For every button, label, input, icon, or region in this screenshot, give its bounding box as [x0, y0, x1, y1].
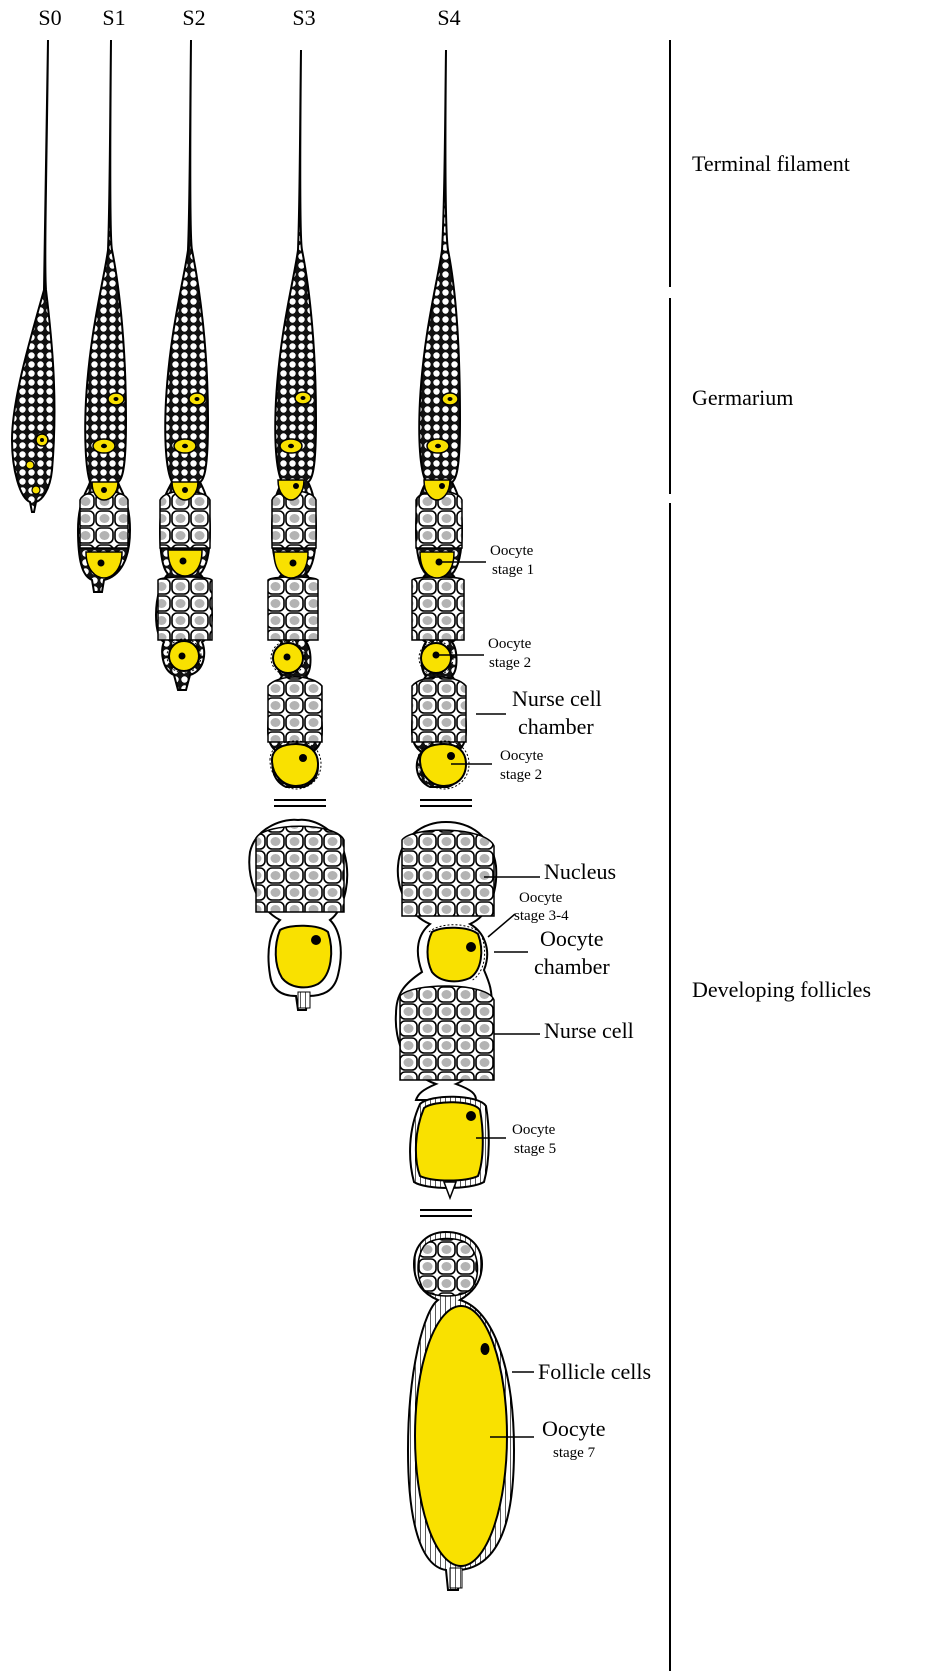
label-oocyte-chamber-line1: Oocyte	[540, 926, 604, 951]
stage-label-s2: S2	[182, 5, 205, 30]
region-germarium: Germarium	[692, 385, 793, 410]
s4-lower-follicles	[396, 800, 514, 1590]
label-oocyte-stage7-line1: Oocyte	[542, 1416, 606, 1441]
label-oocyte-stage2a-line1: Oocyte	[488, 636, 532, 652]
label-oocyte-stage1-line2: stage 1	[492, 562, 534, 578]
stage-label-s1: S1	[102, 5, 125, 30]
label-oocyte-stage2a-line2: stage 2	[489, 655, 531, 671]
stage-label-s3: S3	[292, 5, 315, 30]
region-labels: Terminal filament Germarium Developing f…	[692, 151, 871, 1002]
label-oocyte-stage34-line1: Oocyte	[519, 890, 563, 906]
s3-lower-follicle	[249, 800, 347, 1010]
stage-label-s0: S0	[38, 5, 61, 30]
label-follicle-cells: Follicle cells	[538, 1359, 651, 1384]
ovariole-s3	[268, 50, 322, 789]
label-oocyte-stage7-line2: stage 7	[553, 1445, 596, 1461]
label-oocyte-stage2b-line2: stage 2	[500, 767, 542, 783]
stage-labels: S0 S1 S2 S3 S4	[38, 5, 460, 30]
label-nurse-cell-chamber-line1: Nurse cell	[512, 686, 602, 711]
label-nurse-cell-chamber-line2: chamber	[518, 714, 594, 739]
label-nurse-cell: Nurse cell	[544, 1018, 634, 1043]
region-terminal-filament: Terminal filament	[692, 151, 850, 176]
label-oocyte-stage1-line1: Oocyte	[490, 543, 534, 559]
label-oocyte-chamber-line2: chamber	[534, 954, 610, 979]
label-nucleus: Nucleus	[544, 859, 616, 884]
annotation-labels: Oocyte stage 1 Oocyte stage 2 Nurse cell…	[488, 543, 651, 1461]
ovariole-s1	[78, 40, 130, 592]
ovariole-s2	[156, 40, 212, 690]
region-developing-follicles: Developing follicles	[692, 977, 871, 1002]
stage-label-s4: S4	[437, 5, 460, 30]
ovariole-s4	[412, 50, 469, 789]
ovariole-s0	[12, 40, 54, 512]
label-oocyte-stage34-line2: stage 3-4	[514, 908, 569, 924]
label-oocyte-stage5-line1: Oocyte	[512, 1122, 556, 1138]
label-oocyte-stage2b-line1: Oocyte	[500, 748, 544, 764]
label-oocyte-stage5-line2: stage 5	[514, 1141, 556, 1157]
leader-oocyte-stage34	[488, 914, 515, 937]
